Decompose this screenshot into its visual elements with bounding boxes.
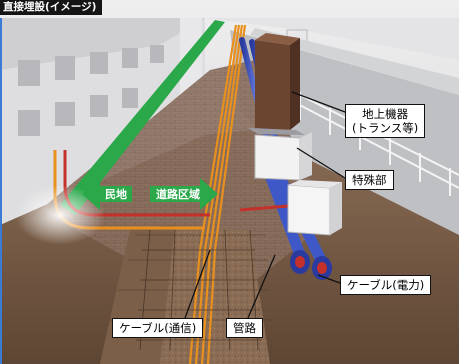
diagram-title: 直接埋設(イメージ) [0, 0, 103, 15]
glow-highlight [15, 185, 105, 245]
leader-lines [184, 91, 346, 319]
private-land-arrow: 民地 [82, 178, 132, 210]
road-area-label: 道路区域 [156, 187, 200, 201]
special-section-box [254, 132, 342, 236]
special-section-label: 特殊部 [345, 170, 394, 190]
private-land-label: 民地 [105, 187, 127, 201]
frame-edge [0, 18, 2, 364]
boundary-stripe [60, 20, 225, 215]
telecom-cable-label: ケーブル(通信) [112, 318, 204, 338]
ground-equipment-label: 地上機器 (トランス等) [345, 104, 426, 138]
road-area-arrow: 道路区域 [150, 178, 218, 210]
ground-equipment-label-line2: (トランス等) [352, 121, 419, 135]
transformer-box [248, 33, 305, 135]
ground-equipment-label-line1: 地上機器 [362, 107, 409, 121]
conduit-label: 管路 [226, 318, 263, 338]
power-cable-label: ケーブル(電力) [340, 275, 432, 295]
